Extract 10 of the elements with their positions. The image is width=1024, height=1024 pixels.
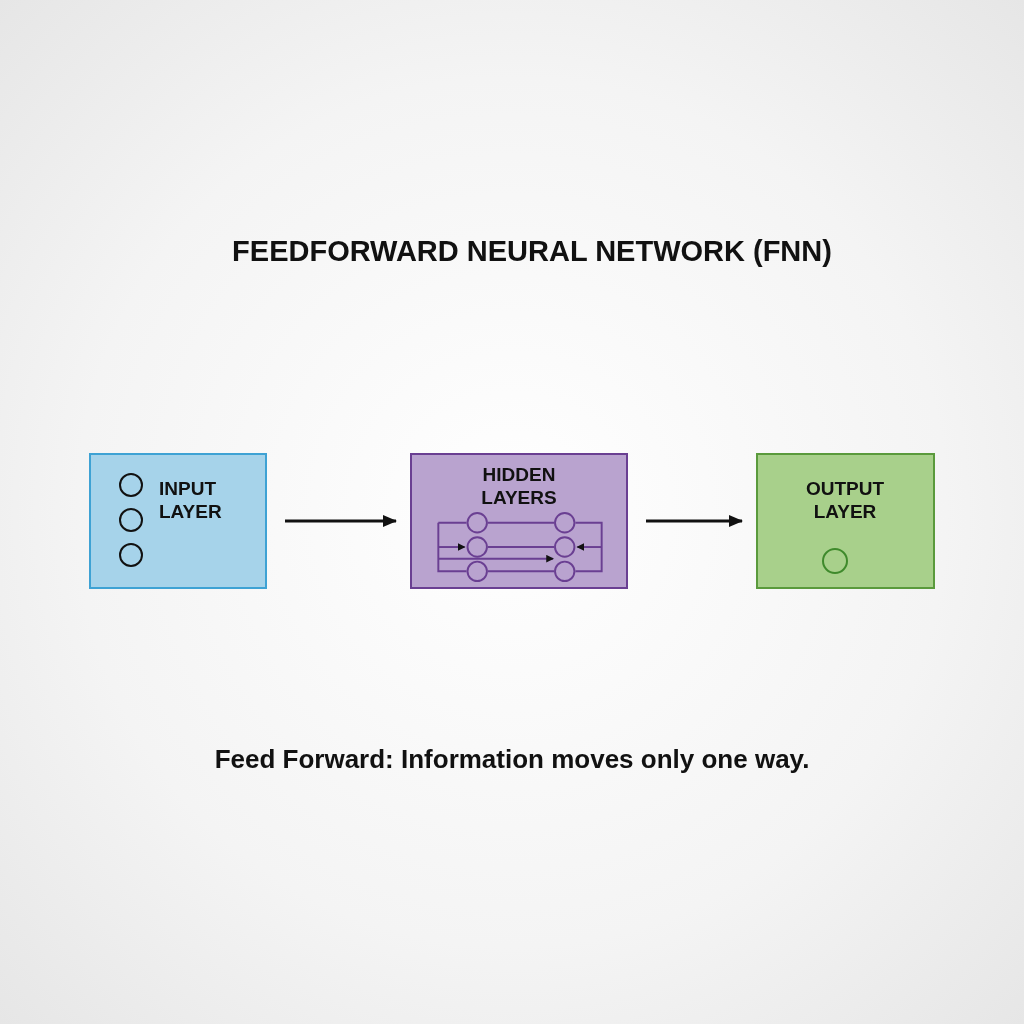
caption: Feed Forward: Information moves only one way. (213, 744, 811, 775)
layer-box (756, 453, 935, 589)
arrow (285, 515, 397, 527)
layer-label: HIDDEN LAYERS (480, 463, 558, 509)
layer-box (410, 453, 628, 589)
layer-box (89, 453, 267, 589)
layer-label: OUTPUT LAYER (804, 477, 886, 523)
title: FEEDFORWARD NEURAL NETWORK (FNN) (232, 234, 832, 269)
layer-label: INPUT LAYER (159, 477, 223, 523)
arrow (646, 515, 743, 527)
